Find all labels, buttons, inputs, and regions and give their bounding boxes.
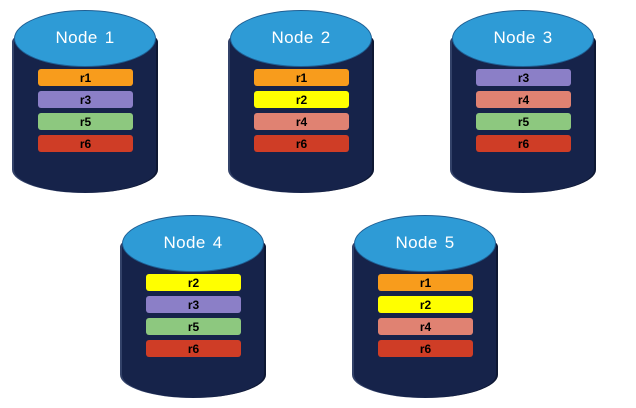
replica-bar-r4-node-5: r4 bbox=[378, 318, 473, 335]
node-top-disc-1: Node 1 bbox=[14, 10, 156, 67]
replica-bar-r6-node-3: r6 bbox=[476, 135, 571, 152]
replica-label: r6 bbox=[79, 136, 92, 151]
node-top-disc-3: Node 3 bbox=[452, 10, 594, 67]
node-title-number: 1 bbox=[104, 28, 115, 47]
replica-stack-node-4: r2 r3 r5 r6 bbox=[146, 274, 241, 357]
replica-label: r1 bbox=[295, 70, 308, 85]
node-title-3: Node 3 bbox=[493, 29, 552, 46]
replica-bar-r2-node-5: r2 bbox=[378, 296, 473, 313]
node-title-1: Node 1 bbox=[55, 29, 114, 46]
replica-label: r1 bbox=[79, 70, 92, 85]
replica-label: r6 bbox=[517, 136, 530, 151]
replica-bar-r5-node-4: r5 bbox=[146, 318, 241, 335]
replica-label: r4 bbox=[517, 92, 530, 107]
node-cylinder-2: Node 2 r1 r2 r4 r6 bbox=[228, 8, 374, 193]
replica-bar-r5-node-3: r5 bbox=[476, 113, 571, 130]
replica-stack-node-3: r3 r4 r5 r6 bbox=[476, 69, 571, 152]
replica-label: r1 bbox=[419, 275, 432, 290]
replica-label: r5 bbox=[79, 114, 92, 129]
replica-bar-r1-node-5: r1 bbox=[378, 274, 473, 291]
node-title-5: Node 5 bbox=[395, 234, 454, 251]
node-title-number: 5 bbox=[444, 233, 455, 252]
replica-stack-node-5: r1 r2 r4 r6 bbox=[378, 274, 473, 357]
replica-label: r6 bbox=[295, 136, 308, 151]
replica-bar-r5-node-1: r5 bbox=[38, 113, 133, 130]
node-top-disc-2: Node 2 bbox=[230, 10, 372, 67]
replica-label: r6 bbox=[419, 341, 432, 356]
node-cylinder-1: Node 1 r1 r3 r5 r6 bbox=[12, 8, 158, 193]
node-title-word: Node bbox=[271, 28, 314, 47]
replica-label: r3 bbox=[517, 70, 530, 85]
replica-bar-r1-node-2: r1 bbox=[254, 69, 349, 86]
replica-bar-r4-node-2: r4 bbox=[254, 113, 349, 130]
replica-bar-r6-node-1: r6 bbox=[38, 135, 133, 152]
node-cylinder-4: Node 4 r2 r3 r5 r6 bbox=[120, 213, 266, 398]
replica-bar-r3-node-4: r3 bbox=[146, 296, 241, 313]
node-title-2: Node 2 bbox=[271, 29, 330, 46]
replica-bar-r2-node-4: r2 bbox=[146, 274, 241, 291]
node-title-4: Node 4 bbox=[163, 234, 222, 251]
node-title-number: 2 bbox=[320, 28, 331, 47]
replica-label: r4 bbox=[295, 114, 308, 129]
replica-bar-r6-node-5: r6 bbox=[378, 340, 473, 357]
node-title-number: 4 bbox=[212, 233, 223, 252]
replica-bar-r3-node-1: r3 bbox=[38, 91, 133, 108]
replica-bar-r3-node-3: r3 bbox=[476, 69, 571, 86]
replica-bar-r1-node-1: r1 bbox=[38, 69, 133, 86]
replica-stack-node-2: r1 r2 r4 r6 bbox=[254, 69, 349, 152]
node-title-word: Node bbox=[163, 233, 206, 252]
replica-label: r3 bbox=[187, 297, 200, 312]
replica-bar-r2-node-2: r2 bbox=[254, 91, 349, 108]
replica-bar-r6-node-4: r6 bbox=[146, 340, 241, 357]
replica-label: r2 bbox=[419, 297, 432, 312]
replica-bar-r4-node-3: r4 bbox=[476, 91, 571, 108]
node-top-disc-4: Node 4 bbox=[122, 215, 264, 272]
replica-bar-r6-node-2: r6 bbox=[254, 135, 349, 152]
replica-label: r6 bbox=[187, 341, 200, 356]
node-title-word: Node bbox=[55, 28, 98, 47]
replica-label: r4 bbox=[419, 319, 432, 334]
replica-label: r5 bbox=[517, 114, 530, 129]
node-cylinder-5: Node 5 r1 r2 r4 r6 bbox=[352, 213, 498, 398]
replica-stack-node-1: r1 r3 r5 r6 bbox=[38, 69, 133, 152]
replica-label: r2 bbox=[295, 92, 308, 107]
replica-label: r5 bbox=[187, 319, 200, 334]
node-title-word: Node bbox=[493, 28, 536, 47]
node-top-disc-5: Node 5 bbox=[354, 215, 496, 272]
replica-label: r3 bbox=[79, 92, 92, 107]
node-cylinder-3: Node 3 r3 r4 r5 r6 bbox=[450, 8, 596, 193]
node-title-word: Node bbox=[395, 233, 438, 252]
replica-label: r2 bbox=[187, 275, 200, 290]
node-title-number: 3 bbox=[542, 28, 553, 47]
